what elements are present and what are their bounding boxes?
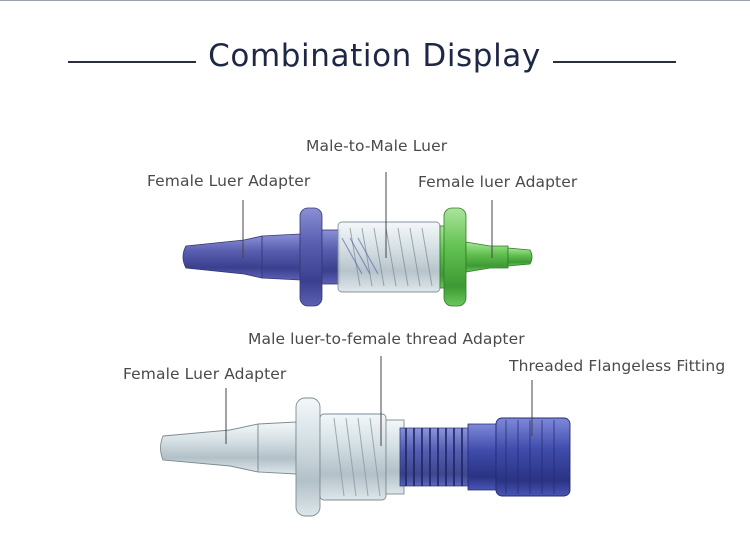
purple-female-luer-adapter [182, 207, 341, 307]
top-divider [0, 0, 750, 1]
label-male-to-male-luer: Male-to-Male Luer [306, 137, 448, 155]
threaded-flangeless-fitting [399, 417, 571, 497]
label-female-luer-adapter-1: Female Luer Adapter [147, 172, 311, 190]
assembly-1 [182, 172, 533, 307]
title-rule-right [553, 61, 676, 63]
clear-male-luer-to-female-thread-adapter [319, 413, 405, 501]
title-rule-left [68, 61, 196, 63]
label-female-luer-adapter-2: Female Luer Adapter [123, 365, 287, 383]
label-female-luer-adapter-green: Female luer Adapter [418, 173, 578, 191]
page-title: Combination Display [208, 38, 541, 74]
label-male-luer-to-female-thread-adapter: Male luer-to-female thread Adapter [248, 330, 525, 348]
label-threaded-flangeless-fitting: Threaded Flangeless Fitting [509, 357, 726, 375]
title-row: Combination Display [0, 30, 750, 90]
clear-female-luer-adapter [160, 397, 321, 517]
assembly-2 [160, 356, 571, 517]
green-female-luer-adapter [439, 207, 533, 307]
clear-male-to-male-luer [337, 221, 441, 293]
